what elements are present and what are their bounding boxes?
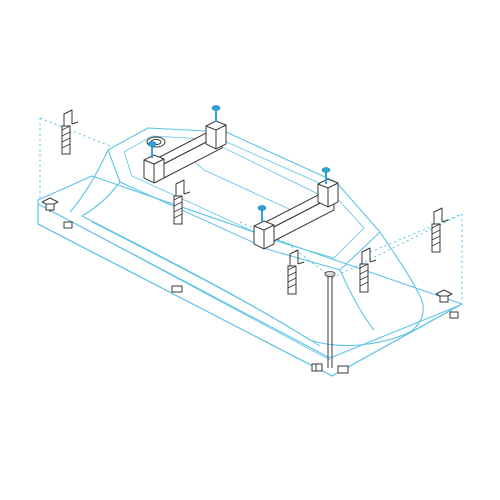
support-leg-icon (324, 270, 336, 368)
base-frame (37, 175, 464, 377)
support-rail-rear (143, 120, 227, 184)
wall-bracket-icon (61, 109, 449, 295)
frame-clip-icon (41, 197, 459, 374)
wall-dotted-lines (39, 117, 463, 302)
bathtub-body (69, 127, 424, 347)
screw-icon (147, 105, 331, 222)
support-rail-front (253, 178, 339, 250)
